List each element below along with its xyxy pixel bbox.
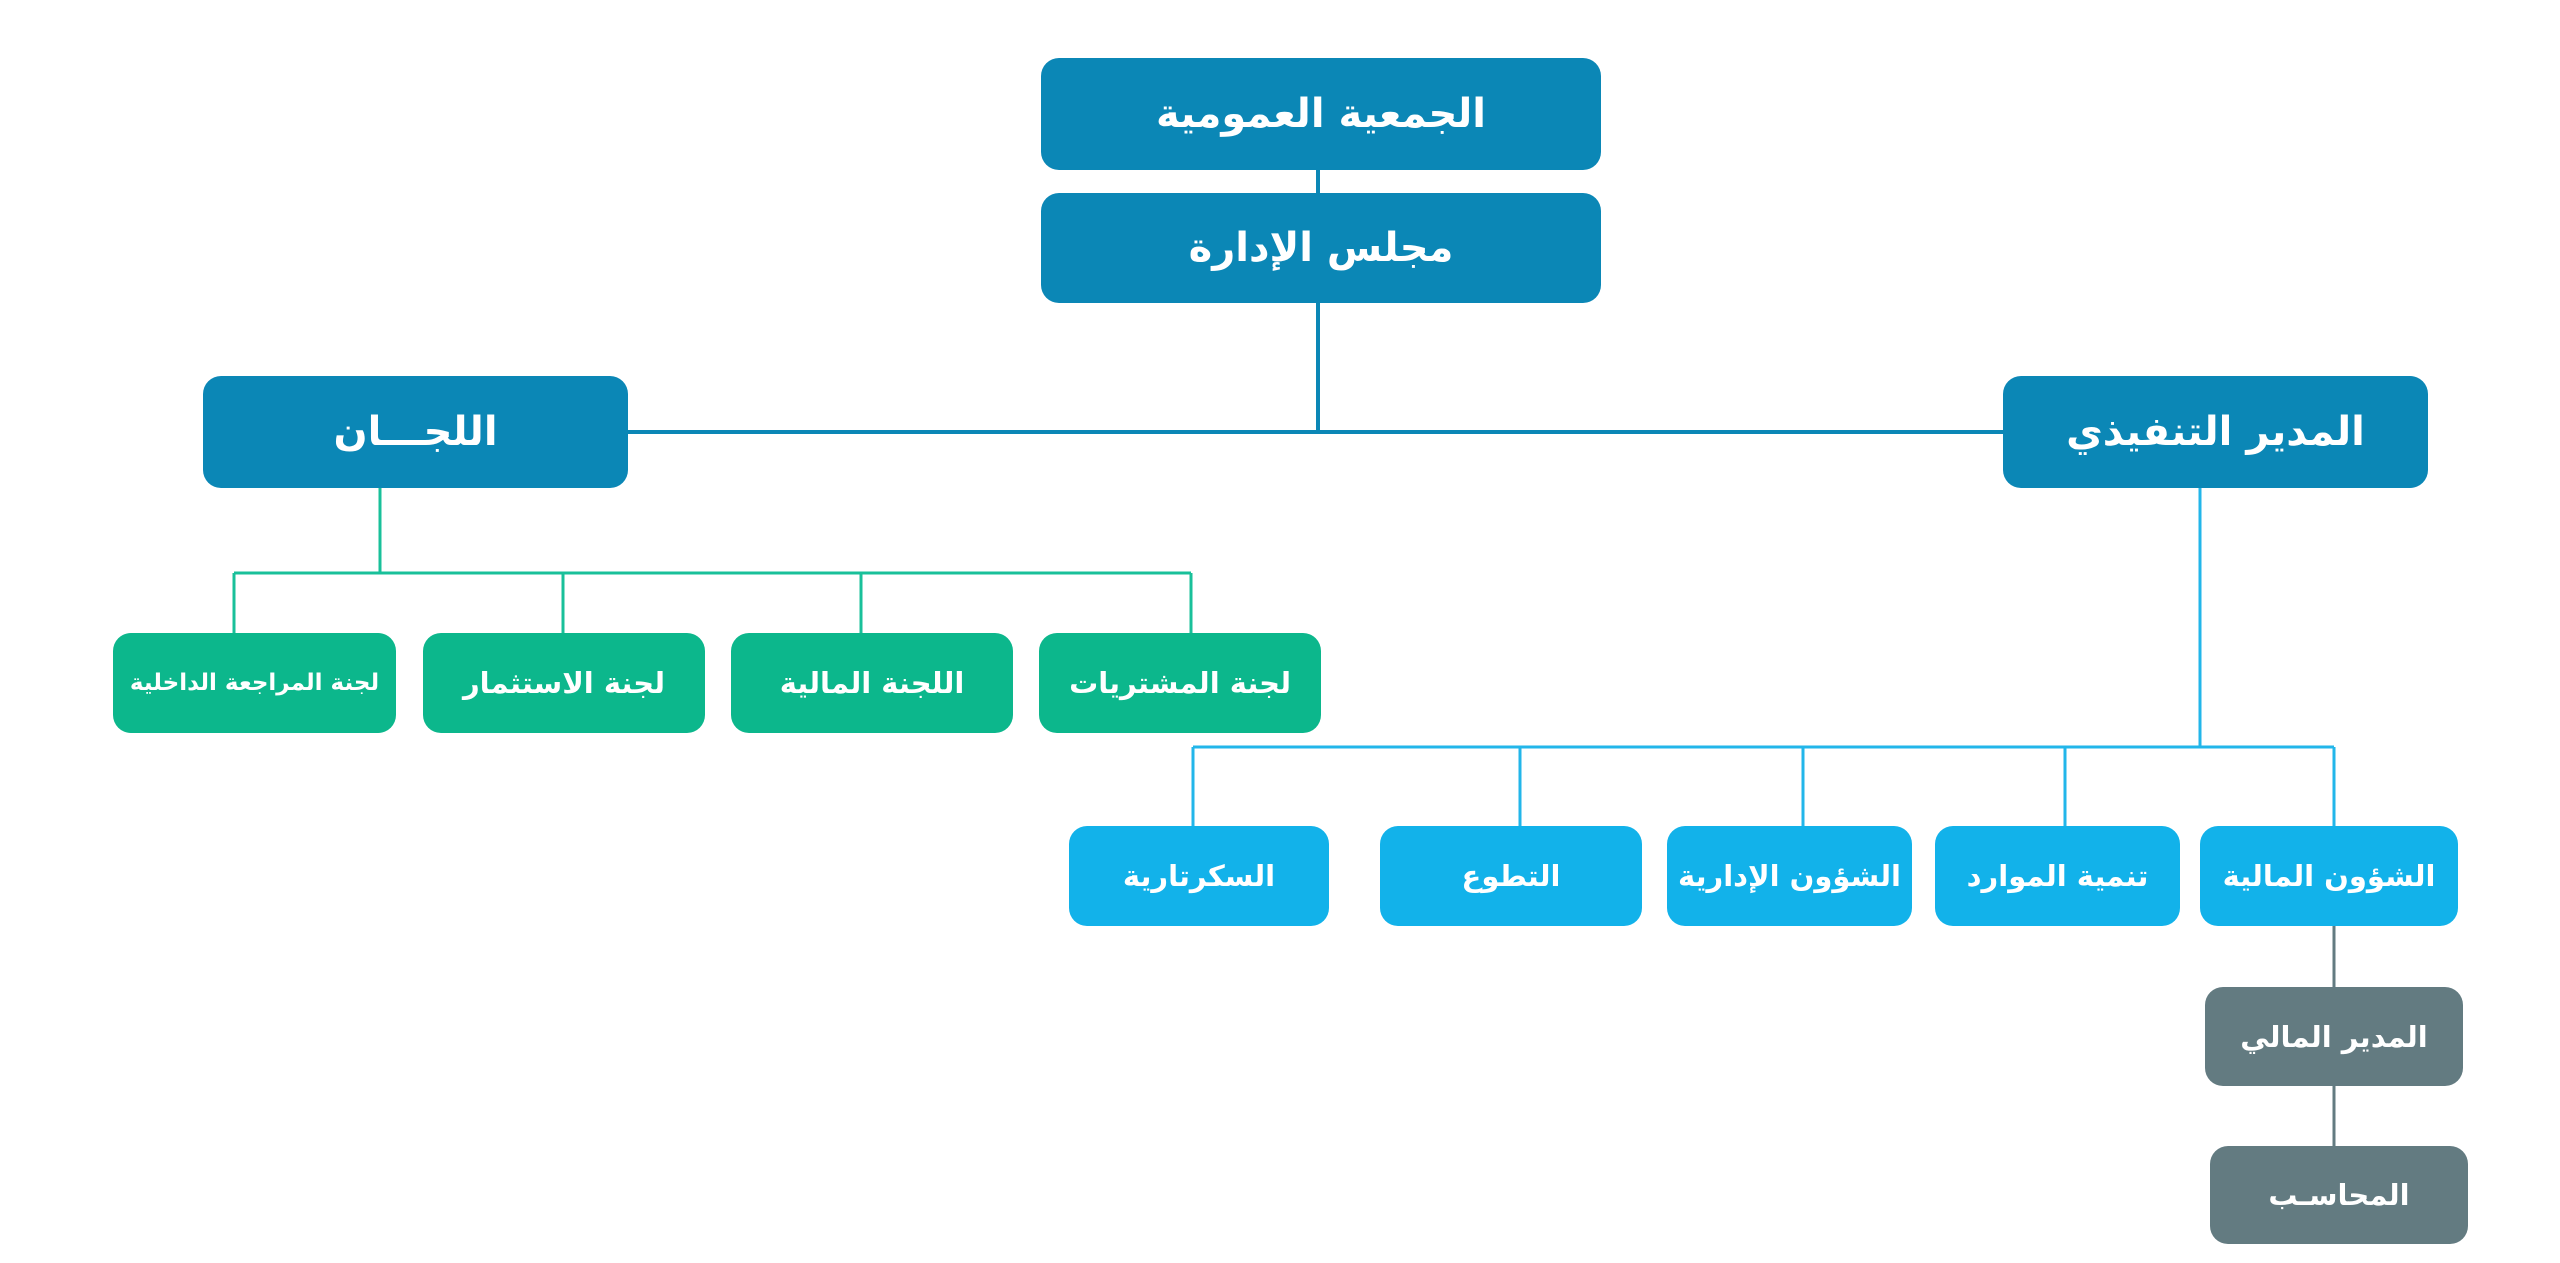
dept-resource-development-label: تنمية الموارد (1966, 859, 2149, 893)
accountant-box: المحاسـب (2210, 1146, 2468, 1244)
committee-finance-label: اللجنة المالية (779, 666, 965, 700)
general-assembly-label: الجمعية العمومية (1155, 91, 1487, 137)
accountant-label: المحاسـب (2268, 1178, 2410, 1212)
committee-internal-audit-label: لجنة المراجعة الداخلية (129, 670, 380, 696)
committee-procurement-label: لجنة المشتريات (1069, 666, 1291, 700)
dept-secretariat-box: السكرتارية (1069, 826, 1329, 926)
general-assembly-box: الجمعية العمومية (1041, 58, 1601, 170)
dept-volunteering-label: التطوع (1461, 859, 1561, 893)
committees-label: اللجـــان (333, 409, 498, 455)
executive-director-label: المدير التنفيذي (2066, 409, 2365, 455)
dept-volunteering-box: التطوع (1380, 826, 1642, 926)
committee-investment-label: لجنة الاستثمار (462, 666, 666, 700)
committee-finance-box: اللجنة المالية (731, 633, 1013, 733)
dept-administrative-affairs-label: الشؤون الإدارية (1678, 859, 1901, 893)
dept-financial-affairs-label: الشؤون المالية (2222, 859, 2436, 893)
dept-administrative-affairs-box: الشؤون الإدارية (1667, 826, 1912, 926)
board-label: مجلس الإدارة (1188, 225, 1454, 271)
finance-manager-box: المدير المالي (2205, 987, 2463, 1086)
executive-director-box: المدير التنفيذي (2003, 376, 2428, 488)
committees-box: اللجـــان (203, 376, 628, 488)
dept-financial-affairs-box: الشؤون المالية (2200, 826, 2458, 926)
committee-investment-box: لجنة الاستثمار (423, 633, 705, 733)
dept-secretariat-label: السكرتارية (1122, 859, 1276, 893)
finance-manager-label: المدير المالي (2240, 1019, 2428, 1054)
dept-resource-development-box: تنمية الموارد (1935, 826, 2180, 926)
committee-internal-audit-box: لجنة المراجعة الداخلية (113, 633, 396, 733)
board-box: مجلس الإدارة (1041, 193, 1601, 303)
committee-procurement-box: لجنة المشتريات (1039, 633, 1321, 733)
